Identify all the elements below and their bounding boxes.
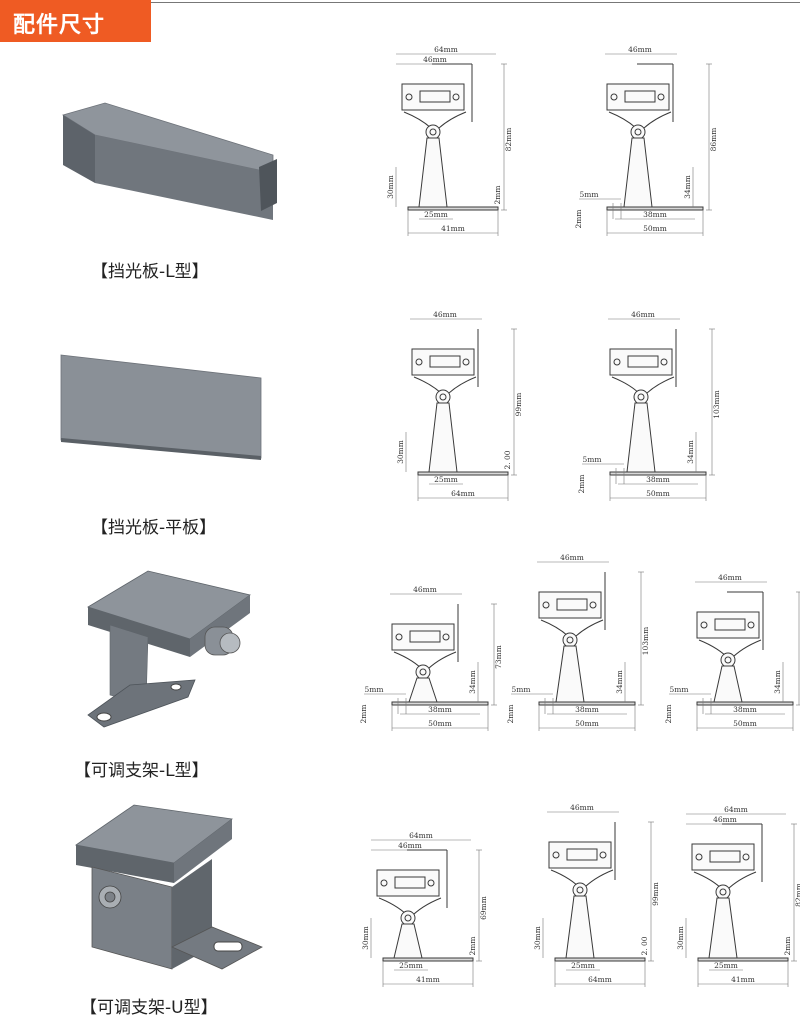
dim-leg: 34mm [773,670,782,694]
dim-height: 82mm [794,883,800,907]
dim-thickness: 2mm [577,475,586,494]
dim-thickness: 2mm [468,937,477,956]
dim-height: 103mm [712,390,721,419]
dim-base-inner: 25mm [399,961,423,970]
dim-thickness: 2mm [574,210,583,229]
dim-height: 73mm [494,645,503,669]
product-label-adjustable-l-bracket: 【可调支架-L型】 [74,761,209,781]
dim-height: 86mm [709,128,718,152]
dim-thickness: 2mm [664,705,673,724]
dimension-drawing-r3b: 46mm 103mm 34mm 5mm 2mm 38mm 50mm [497,548,650,740]
dim-top-outer: 64mm [724,805,748,814]
product-image-flat-shield [55,350,270,469]
dim-thickness: 2mm [506,705,515,724]
dim-base-inner: 25mm [424,210,448,219]
product-image-adjustable-l-bracket [70,565,260,744]
dim-top-outer: 64mm [409,831,433,840]
dim-base-inner: 38mm [643,210,667,219]
dim-base-outer: 50mm [646,489,670,498]
dim-base-inner: 25mm [434,475,458,484]
dim-height: 82mm [504,128,513,152]
dim-top-inner: 46mm [423,55,447,64]
dim-base-outer: 41mm [416,975,440,984]
dim-base-outer: 50mm [643,224,667,233]
dim-thickness: 2mm [359,705,368,724]
dim-leg: 34mm [468,670,477,694]
dim-base-inner: 38mm [575,705,599,714]
dim-top: 46mm [631,310,655,319]
dim-base-outer: 64mm [451,489,475,498]
dim-hole: 5mm [512,685,531,694]
dim-thickness: 2. 00 [640,936,649,955]
product-label-l-shield: 【挡光板-L型】 [91,262,209,282]
dim-hole: 5mm [670,685,689,694]
product-image-adjustable-u-bracket [62,797,267,981]
dimension-drawing-r1b: 46mm 86mm 34mm 5mm 2mm 38mm 50mm [565,40,718,245]
dimension-drawing-r4b: 46mm 99mm 30mm 2. 00 25mm 64mm [507,798,660,996]
dim-top: 46mm [413,585,437,594]
dim-hole: 5mm [365,685,384,694]
dim-top-inner: 46mm [713,815,737,824]
dimension-drawing-r2a: 46mm 99mm 30mm 2. 00 25mm 64mm [370,305,523,510]
dim-base-outer: 50mm [575,719,599,728]
dim-leg: 34mm [683,175,692,199]
product-image-l-shield [55,95,285,239]
dimension-drawing-r2b: 46mm 103mm 34mm 5mm 2mm 38mm 50mm [568,305,721,510]
header-divider [151,2,800,3]
dim-base-outer: 50mm [733,719,757,728]
dim-hole: 5mm [580,190,599,199]
dim-base-outer: 41mm [731,975,755,984]
dim-thickness: 2. 00 [503,450,512,469]
dim-base-outer: 41mm [441,224,465,233]
dim-leg: 30mm [386,175,395,199]
dim-leg: 34mm [686,440,695,464]
dim-height: 99mm [651,882,660,906]
product-label-flat-shield: 【挡光板-平板】 [91,518,217,538]
dim-base-inner: 25mm [714,961,738,970]
dim-hole: 5mm [583,455,602,464]
section-header: 配件尺寸 [0,0,800,42]
dim-thickness: 2mm [783,937,792,956]
dim-top: 46mm [718,573,742,582]
dim-height: 99mm [514,393,523,417]
dim-thickness: 2mm [493,186,502,205]
dim-leg: 30mm [361,926,370,950]
dim-leg: 30mm [676,926,685,950]
dim-top: 46mm [433,310,457,319]
section-title-tab: 配件尺寸 [0,0,151,42]
dim-top: 46mm [570,803,594,812]
dim-top: 46mm [628,45,652,54]
dim-top-outer: 64mm [434,45,458,54]
dim-base-outer: 50mm [428,719,452,728]
dim-leg: 34mm [615,670,624,694]
dim-height: 69mm [479,896,488,920]
dim-leg: 30mm [396,440,405,464]
dim-base-inner: 38mm [733,705,757,714]
dim-height: 103mm [641,627,650,656]
product-label-adjustable-u-bracket: 【可调支架-U型】 [80,998,218,1018]
dim-base-inner: 38mm [646,475,670,484]
dimension-drawing-r3a: 46mm 73mm 34mm 5mm 2mm 38mm 50mm [350,580,503,740]
section-title: 配件尺寸 [13,13,106,38]
dim-top: 46mm [560,553,584,562]
dim-base-outer: 64mm [588,975,612,984]
dim-base-inner: 25mm [571,961,595,970]
dim-base-inner: 38mm [428,705,452,714]
dim-leg: 30mm [533,926,542,950]
dim-top-inner: 46mm [398,841,422,850]
